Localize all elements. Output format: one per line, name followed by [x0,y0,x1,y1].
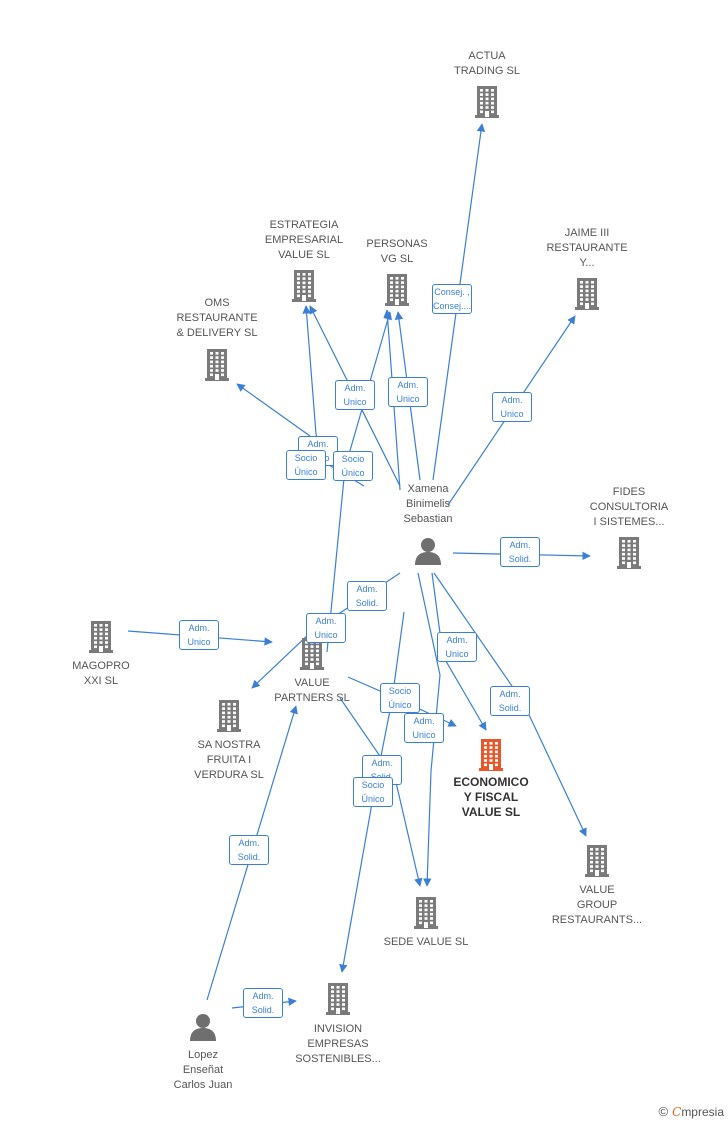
node-label-sede[interactable]: SEDE VALUE SL [366,935,486,950]
node-name: SEDE VALUE SL [383,936,469,948]
brand-name: mpresia [681,1105,724,1119]
person-icon[interactable] [188,1012,218,1047]
node-name: ESTRATEGIA EMPRESARIAL VALUE SL [264,219,344,261]
node-label-estrategia[interactable]: ESTRATEGIA EMPRESARIAL VALUE SL [244,218,364,263]
edge-label-18[interactable]: Adm. Solid. [229,835,269,865]
building-icon[interactable] [572,276,602,315]
node-name: JAIME III RESTAURANTE Y... [546,227,628,269]
building-icon[interactable] [86,619,116,658]
node-label-valuegroup[interactable]: VALUE GROUP RESTAURANTS... [537,883,657,928]
edge-label-9[interactable]: Adm. Solid. [500,537,540,567]
edge-16 [339,611,405,973]
building-icon[interactable] [614,535,644,574]
node-label-personas[interactable]: PERSONAS VG SL [337,237,457,267]
building-icon[interactable] [472,84,502,123]
node-name: ECONOMICO Y FISCAL VALUE SL [453,775,529,819]
node-name: PERSONAS VG SL [366,238,428,265]
edge-label-11[interactable]: Adm. Unico [306,613,346,643]
node-name: VALUE GROUP RESTAURANTS... [551,884,643,926]
building-icon[interactable] [214,698,244,737]
edge-label-14[interactable]: Socio Único [380,683,420,713]
edge-label-15[interactable]: Adm. Unico [404,713,444,743]
edge-label-6[interactable]: Socio Único [286,450,326,480]
node-label-sanostra[interactable]: SA NOSTRA FRUITA I VERDURA SL [169,738,289,783]
edge-label-3[interactable]: Adm. Unico [388,377,428,407]
node-label-valuepartners[interactable]: VALUE PARTNERS SL [252,676,372,706]
node-name: Lopez Enseñat Carlos Juan [173,1049,233,1091]
brand-footer: ©Cmpresia [659,1104,724,1119]
node-name: VALUE PARTNERS SL [274,677,350,704]
edge-label-19[interactable]: Adm. Solid. [243,988,283,1018]
node-label-actua[interactable]: ACTUA TRADING SL [427,49,547,79]
node-name: MAGOPRO XXI SL [72,660,130,687]
node-name: INVISION EMPRESAS SOSTENIBLES... [295,1023,381,1065]
node-name: Xamena Binimelis Sebastian [403,483,453,525]
edge-label-1[interactable]: Consej. , Consej.... [432,284,472,314]
building-icon[interactable] [582,843,612,882]
edge-label-13[interactable]: Adm. Solid. [490,686,530,716]
node-label-oms[interactable]: OMS RESTAURANTE & DELIVERY SL [157,296,277,341]
node-name: SA NOSTRA FRUITA I VERDURA SL [194,739,264,781]
node-label-fides[interactable]: FIDES CONSULTORIA I SISTEMES... [569,485,689,530]
building-icon[interactable] [202,347,232,386]
node-label-lopez[interactable]: Lopez Enseñat Carlos Juan [143,1048,263,1093]
edge-6 [236,383,311,437]
building-icon[interactable] [323,981,353,1020]
copyright-symbol: © [658,1104,669,1119]
node-name: ACTUA TRADING SL [453,50,520,77]
edge-label-10[interactable]: Adm. Unico [179,620,219,650]
brand-initial: C [672,1105,682,1119]
edge-label-12[interactable]: Adm. Unico [437,632,477,662]
node-label-xamena[interactable]: Xamena Binimelis Sebastian [368,482,488,527]
edge-label-7[interactable]: Socio Único [333,451,373,481]
person-icon[interactable] [413,536,443,571]
building-icon[interactable] [289,268,319,307]
edge-label-4[interactable]: Adm. Unico [492,392,532,422]
building-icon[interactable] [297,636,327,675]
node-label-magopro[interactable]: MAGOPRO XXI SL [41,659,161,689]
building-icon[interactable] [411,895,441,934]
edge-label-2[interactable]: Adm. Unico [335,380,375,410]
node-label-jaime[interactable]: JAIME III RESTAURANTE Y... [527,226,647,271]
node-name: OMS RESTAURANTE & DELIVERY SL [176,297,258,339]
node-name: FIDES CONSULTORIA I SISTEMES... [589,486,669,528]
edge-label-8[interactable]: Adm. Solid. [347,581,387,611]
building-icon[interactable] [382,272,412,311]
edge-label-17[interactable]: Socio Único [353,777,393,807]
node-label-invision[interactable]: INVISION EMPRESAS SOSTENIBLES... [278,1022,398,1067]
node-label-economico[interactable]: ECONOMICO Y FISCAL VALUE SL [431,775,551,820]
building-icon[interactable] [476,737,506,776]
